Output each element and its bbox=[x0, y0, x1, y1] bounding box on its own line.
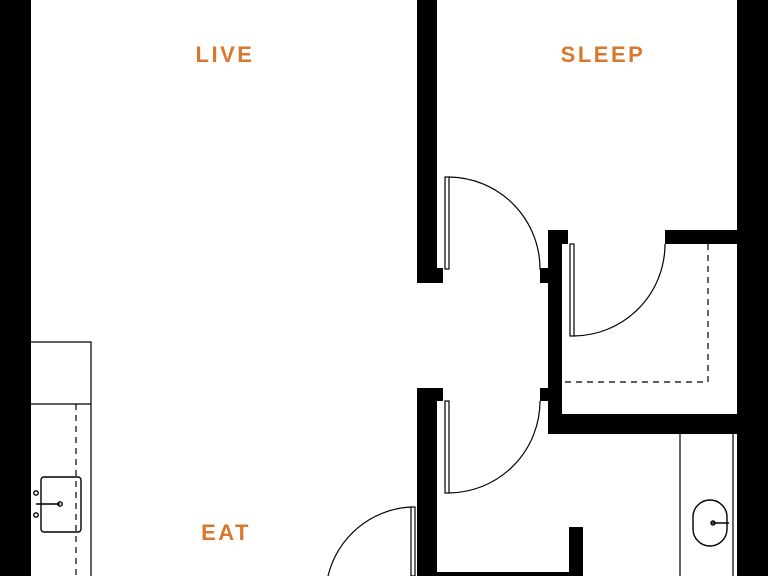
entry-door-leaf bbox=[410, 506, 416, 576]
faucet-knob-upper bbox=[33, 490, 39, 496]
bathroom-door-leaf bbox=[444, 400, 450, 494]
partition-wall-lower bbox=[417, 388, 437, 576]
partition-wall-lower-stub bbox=[417, 388, 443, 401]
partition-wall-upper-stub bbox=[417, 268, 443, 283]
bedroom-door-leaf bbox=[444, 176, 450, 270]
closet-wall-left bbox=[548, 230, 562, 434]
bedroom-door-swing bbox=[448, 176, 541, 271]
closet-door-leaf bbox=[569, 243, 575, 337]
faucet-knob-lower bbox=[33, 512, 39, 518]
closet-wall-top-stub bbox=[548, 230, 568, 244]
bath-wall-stub bbox=[569, 527, 583, 576]
closet-jamb-upper bbox=[540, 268, 550, 283]
exterior-wall-left bbox=[0, 0, 31, 576]
partition-wall-upper bbox=[417, 0, 437, 283]
bathroom-door-swing bbox=[448, 400, 541, 494]
room-label-eat: EAT bbox=[201, 520, 251, 545]
entry-door-swing bbox=[327, 506, 412, 576]
closet-shelf-line bbox=[562, 244, 709, 383]
bath-wall-bottom bbox=[437, 572, 582, 576]
closet-door-swing bbox=[573, 243, 666, 337]
closet-jamb-lower bbox=[540, 388, 550, 401]
exterior-wall-right bbox=[737, 0, 768, 576]
sink-drain bbox=[57, 501, 63, 507]
bathroom-sink-drain bbox=[710, 520, 716, 526]
closet-wall-top-right bbox=[665, 230, 737, 244]
kitchen-counter bbox=[31, 341, 92, 576]
closet-wall-bottom bbox=[548, 414, 737, 434]
room-label-live: LIVE bbox=[196, 42, 255, 67]
room-label-sleep: SLEEP bbox=[561, 42, 646, 67]
